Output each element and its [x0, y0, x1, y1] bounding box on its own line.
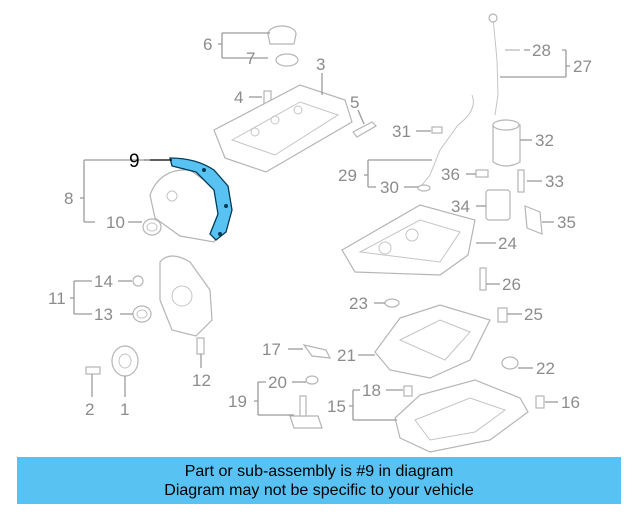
callout-22: 22: [536, 359, 555, 378]
callout-35: 35: [557, 213, 576, 232]
callout-23: 23: [349, 294, 368, 313]
callout-5: 5: [350, 93, 359, 112]
callout-31: 31: [392, 122, 411, 141]
callout-numbers: 6 7 3 4 5 9 8 10 14 11 13 12 2 1 28 27 3…: [48, 35, 592, 419]
callout-20: 20: [268, 373, 287, 392]
callout-34: 34: [451, 197, 470, 216]
callout-1: 1: [120, 400, 129, 419]
callout-32: 32: [535, 131, 554, 150]
callout-7: 7: [246, 49, 255, 68]
callout-27: 27: [573, 57, 592, 76]
callout-8: 8: [64, 189, 73, 208]
leader-lines: [70, 32, 570, 421]
callout-19: 19: [228, 392, 247, 411]
callout-10: 10: [106, 213, 125, 232]
callout-29: 29: [338, 166, 357, 185]
callout-24: 24: [498, 234, 517, 253]
part-9-gasket-highlight[interactable]: [169, 157, 233, 241]
callout-3: 3: [316, 55, 325, 74]
callout-14: 14: [94, 272, 113, 291]
callout-33: 33: [545, 172, 564, 191]
callout-13: 13: [94, 305, 113, 324]
callout-11: 11: [48, 289, 66, 308]
callout-28: 28: [532, 41, 551, 60]
callout-26: 26: [502, 275, 521, 294]
callout-15: 15: [327, 397, 346, 416]
callout-2: 2: [85, 400, 94, 419]
callout-17: 17: [262, 340, 281, 359]
callout-36: 36: [441, 165, 460, 184]
callout-21: 21: [337, 346, 356, 365]
callout-4: 4: [234, 88, 243, 107]
info-banner: Part or sub-assembly is #9 in diagram Di…: [17, 457, 621, 504]
callout-30: 30: [380, 178, 399, 197]
banner-part-info: Part or sub-assembly is #9 in diagram: [184, 462, 454, 480]
callout-18: 18: [362, 381, 381, 400]
callout-16: 16: [561, 393, 580, 412]
banner-disclaimer: Diagram may not be specific to your vehi…: [164, 481, 474, 499]
callout-9[interactable]: 9: [129, 151, 140, 172]
callout-25: 25: [524, 305, 543, 324]
part-drawings: [85, 13, 545, 453]
callout-12: 12: [192, 371, 211, 390]
callout-6: 6: [203, 35, 212, 54]
